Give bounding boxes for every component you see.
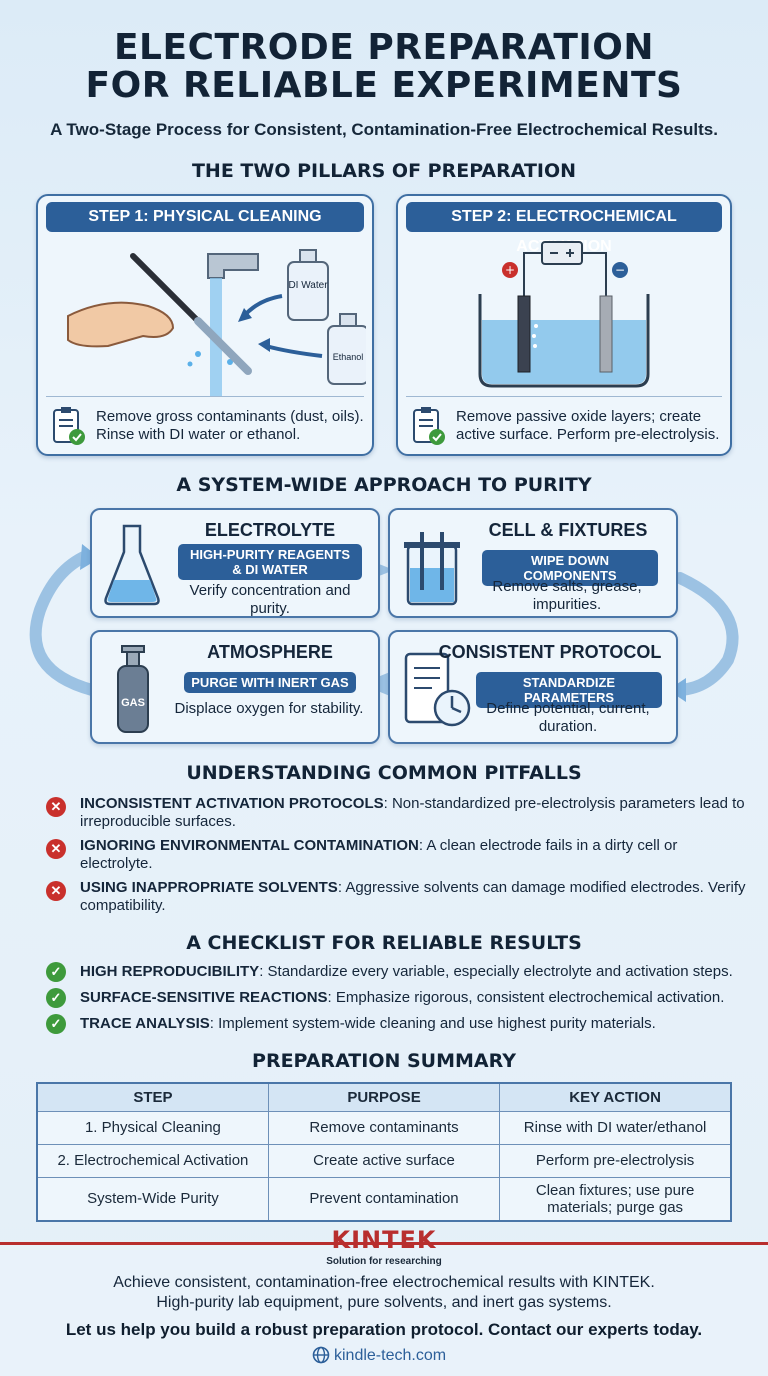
electrochemical-cell-illustration: + − bbox=[478, 241, 650, 388]
summary-heading: PREPARATION SUMMARY bbox=[252, 1050, 516, 1072]
check-item-1-text: : Standardize every variable, especially… bbox=[259, 963, 733, 980]
system-heading: A SYSTEM-WIDE APPROACH TO PURITY bbox=[176, 474, 592, 496]
table-cell: System-Wide Purity bbox=[36, 1176, 269, 1222]
pitfall-2-title: IGNORING ENVIRONMENTAL CONTAMINATION bbox=[80, 837, 419, 854]
pitfall-1: INCONSISTENT ACTIVATION PROTOCOLS: Non-s… bbox=[80, 795, 748, 831]
table-cell: Create active surface bbox=[267, 1143, 501, 1178]
pitfall-1-text: : Non-standardized pre-electrolysis para… bbox=[80, 795, 745, 830]
pitfall-2: IGNORING ENVIRONMENTAL CONTAMINATION: A … bbox=[80, 837, 748, 873]
electrolyte-card: ELECTROLYTE HIGH-PURITY REAGENTS & DI WA… bbox=[90, 508, 380, 618]
table-header-row: STEP PURPOSE KEY ACTION bbox=[36, 1082, 732, 1112]
footer-divider bbox=[0, 1242, 768, 1245]
error-x-icon: ✕ bbox=[46, 797, 66, 817]
protocol-title: CONSISTENT PROTOCOL bbox=[438, 642, 662, 662]
step2-card: STEP 2: ELECTROCHEMICAL ACTIVATION + − R… bbox=[396, 194, 732, 456]
atmosphere-badge: PURGE WITH INERT GAS bbox=[184, 672, 356, 693]
table-cell: Prevent contamination bbox=[267, 1176, 501, 1222]
cell-fixtures-badge: WIPE DOWN COMPONENTS bbox=[482, 550, 658, 586]
bottle-ethanol-label: Ethanol bbox=[333, 352, 364, 362]
pitfall-2-text: : A clean electrode fails in a dirty cel… bbox=[80, 837, 678, 872]
cell-fixtures-card: CELL & FIXTURES WIPE DOWN COMPONENTS Rem… bbox=[388, 508, 678, 618]
brand-logo: KINTEK bbox=[331, 1226, 437, 1254]
notebook-clock-icon bbox=[404, 652, 471, 727]
clipboard-check-icon bbox=[413, 407, 445, 445]
table-cell: Rinse with DI water/ethanol bbox=[499, 1110, 732, 1145]
check-icon: ✓ bbox=[46, 988, 66, 1008]
check-item-3-text: : Implement system-wide cleaning and use… bbox=[209, 1015, 656, 1032]
footer-cta: Let us help you build a robust preparati… bbox=[65, 1320, 703, 1339]
error-x-icon: ✕ bbox=[46, 881, 66, 901]
protocol-desc: Define potential, current, duration. bbox=[486, 700, 650, 735]
error-x-icon: ✕ bbox=[46, 839, 66, 859]
svg-text:+: + bbox=[505, 263, 515, 277]
table-header-key-action: KEY ACTION bbox=[499, 1082, 732, 1112]
pitfalls-heading: UNDERSTANDING COMMON PITFALLS bbox=[186, 762, 582, 784]
summary-table: STEP PURPOSE KEY ACTION 1. Physical Clea… bbox=[36, 1082, 732, 1222]
table-cell: Remove contaminants bbox=[267, 1110, 501, 1145]
table-cell: Perform pre-electrolysis bbox=[499, 1143, 732, 1178]
title-line-2: FOR RELIABLE EXPERIMENTS bbox=[85, 65, 683, 106]
step1-divider bbox=[46, 396, 364, 397]
footer-line-1: Achieve consistent, contamination-free e… bbox=[113, 1274, 655, 1291]
pitfall-3-text: : Aggressive solvents can damage modifie… bbox=[80, 879, 746, 914]
globe-icon bbox=[312, 1346, 330, 1364]
atmosphere-card: GAS ATMOSPHERE PURGE WITH INERT GAS Disp… bbox=[90, 630, 380, 744]
table-cell: Clean fixtures; use pure materials; purg… bbox=[499, 1176, 732, 1222]
flask-icon bbox=[104, 524, 160, 606]
gas-tank-label: GAS bbox=[121, 697, 145, 709]
clipboard-check-icon bbox=[53, 407, 85, 445]
website-link[interactable]: kindle-tech.com bbox=[334, 1347, 447, 1364]
step2-title: STEP 2: ELECTROCHEMICAL ACTIVATION bbox=[406, 202, 722, 255]
check-item-1-title: HIGH REPRODUCIBILITY bbox=[80, 963, 260, 980]
check-item-2-title: SURFACE-SENSITIVE REACTIONS bbox=[80, 989, 328, 1006]
electrolyte-title: ELECTROLYTE bbox=[204, 520, 336, 540]
check-item-2-text: : Emphasize rigorous, consistent electro… bbox=[327, 989, 725, 1006]
step1-text: Remove gross contaminants (dust, oils). … bbox=[96, 408, 364, 443]
step1-title: STEP 1: PHYSICAL CLEANING bbox=[46, 202, 364, 232]
bottle-di-water-label: DI Water bbox=[288, 280, 328, 291]
check-item-1: HIGH REPRODUCIBILITY: Standardize every … bbox=[80, 963, 748, 981]
pitfall-3-title: USING INAPPROPRIATE SOLVENTS bbox=[80, 879, 338, 896]
check-item-3-title: TRACE ANALYSIS bbox=[80, 1015, 210, 1032]
gas-cylinder-icon: GAS bbox=[117, 645, 149, 733]
subtitle: A Two-Stage Process for Consistent, Cont… bbox=[50, 120, 718, 139]
table-cell: 1. Physical Cleaning bbox=[36, 1110, 269, 1145]
cell-icon bbox=[404, 532, 460, 606]
check-item-2: SURFACE-SENSITIVE REACTIONS: Emphasize r… bbox=[80, 989, 748, 1007]
table-row: 2. Electrochemical Activation Create act… bbox=[36, 1143, 732, 1178]
table-header-step: STEP bbox=[36, 1082, 269, 1112]
step1-card: STEP 1: PHYSICAL CLEANING DI Water Ethan… bbox=[36, 194, 374, 456]
physical-cleaning-illustration: DI Water Ethanol bbox=[67, 249, 366, 396]
atmosphere-title: ATMOSPHERE bbox=[207, 642, 333, 662]
cell-fixtures-title: CELL & FIXTURES bbox=[488, 520, 648, 540]
protocol-badge: STANDARDIZE PARAMETERS bbox=[476, 672, 662, 708]
check-icon: ✓ bbox=[46, 1014, 66, 1034]
pitfall-1-title: INCONSISTENT ACTIVATION PROTOCOLS bbox=[80, 795, 384, 812]
pitfall-3: USING INAPPROPRIATE SOLVENTS: Aggressive… bbox=[80, 879, 748, 915]
svg-text:−: − bbox=[615, 263, 625, 277]
protocol-card: CONSISTENT PROTOCOL STANDARDIZE PARAMETE… bbox=[388, 630, 678, 744]
electrolyte-badge: HIGH-PURITY REAGENTS & DI WATER bbox=[178, 544, 362, 580]
title-line-1: ELECTRODE PREPARATION bbox=[113, 27, 655, 68]
footer-line-2: High-purity lab equipment, pure solvents… bbox=[156, 1294, 612, 1311]
pillars-heading: THE TWO PILLARS OF PREPARATION bbox=[191, 160, 577, 182]
check-item-3: TRACE ANALYSIS: Implement system-wide cl… bbox=[80, 1015, 748, 1033]
footer bbox=[0, 1245, 768, 1376]
check-icon: ✓ bbox=[46, 962, 66, 982]
atmosphere-desc: Displace oxygen for stability. bbox=[174, 700, 364, 717]
table-row: 1. Physical Cleaning Remove contaminants… bbox=[36, 1110, 732, 1145]
brand-tagline: Solution for researching bbox=[326, 1256, 442, 1267]
table-row: System-Wide Purity Prevent contamination… bbox=[36, 1176, 732, 1222]
step2-divider bbox=[406, 396, 722, 397]
table-header-purpose: PURPOSE bbox=[267, 1082, 501, 1112]
electrolyte-desc: Verify concentration and purity. bbox=[189, 582, 351, 617]
table-cell: 2. Electrochemical Activation bbox=[36, 1143, 269, 1178]
cell-fixtures-desc: Remove salts, grease, impurities. bbox=[492, 578, 642, 613]
step2-text: Remove passive oxide layers; create acti… bbox=[456, 408, 720, 443]
checklist-heading: A CHECKLIST FOR RELIABLE RESULTS bbox=[186, 932, 582, 954]
